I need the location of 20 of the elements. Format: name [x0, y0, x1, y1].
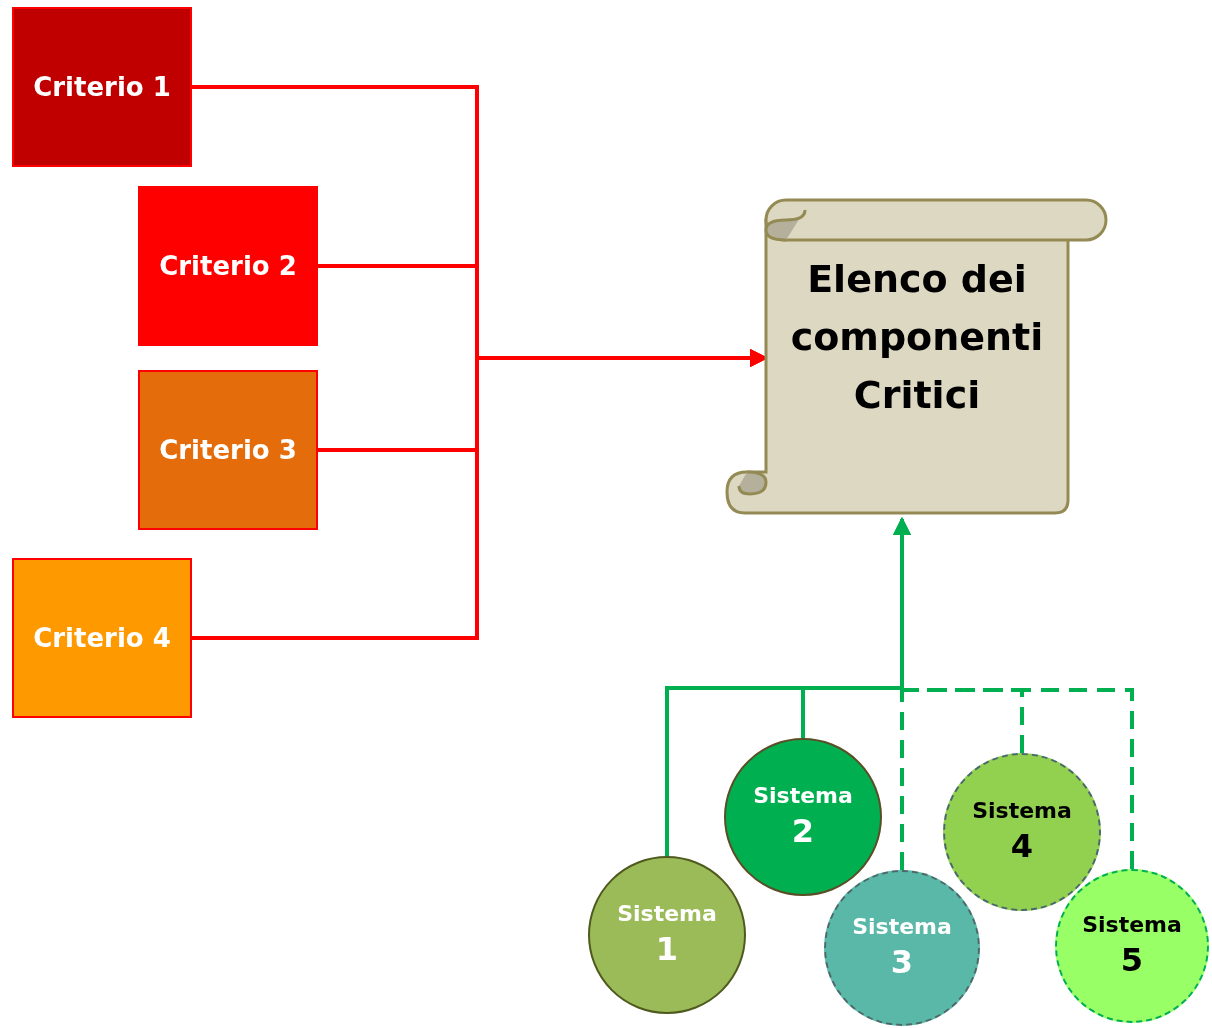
system-label: Sistema: [753, 782, 853, 810]
criterion-box: [12, 558, 192, 718]
system-number: 3: [890, 942, 914, 983]
connector-arrow: [893, 517, 1134, 869]
system-number: 4: [1010, 826, 1034, 867]
criterion-box: [12, 7, 192, 167]
criterion-box: [138, 186, 318, 346]
criterion-box: [138, 370, 318, 530]
system-number: 1: [655, 929, 679, 970]
box-label: Criterio 2: [159, 250, 297, 283]
box-label: Criterio 4: [33, 622, 171, 655]
system-label: Sistema: [972, 797, 1072, 825]
system-label: Sistema: [1082, 911, 1182, 939]
system-label: Sistema: [617, 900, 717, 928]
box-label: Criterio 1: [33, 71, 171, 104]
document-title: Elenco dei componenti Critici: [789, 256, 1045, 419]
system-number: 5: [1120, 940, 1144, 981]
box-label: Criterio 3: [159, 434, 297, 467]
system-label: Sistema: [852, 913, 952, 941]
system-number: 2: [791, 811, 815, 852]
